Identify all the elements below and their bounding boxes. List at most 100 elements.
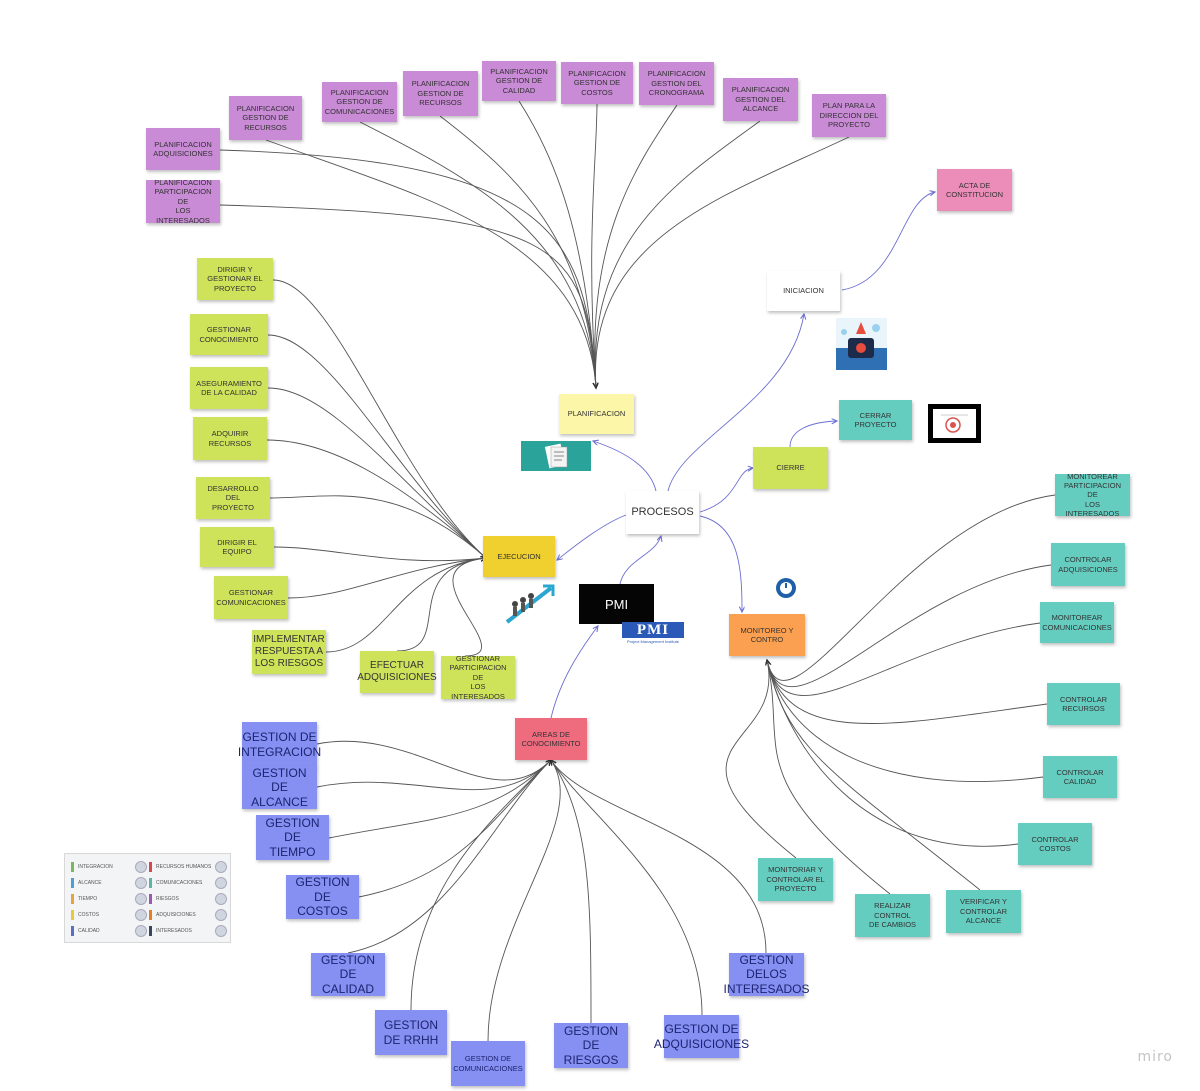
knowledge-area-8[interactable]: GESTION DE RIESGOS bbox=[554, 1023, 628, 1068]
legend-label: INTEGRACION bbox=[78, 864, 113, 870]
planning-item-9-label: PLANIFICACION GESTION DEL ALCANCE bbox=[731, 85, 790, 114]
execution-item-10[interactable]: GESTIONAR PARTICIPACION DE LOS INTERESAD… bbox=[441, 654, 515, 701]
monitoring-item-7[interactable]: VERIFICAR Y CONTROLAR ALCANCE bbox=[946, 890, 1021, 933]
cerrar-label: CERRAR PROYECTO bbox=[854, 410, 897, 429]
knowledge-connector-4 bbox=[358, 760, 551, 898]
ejecucion-note[interactable]: EJECUCION bbox=[483, 536, 555, 577]
knowledge-connector-6 bbox=[410, 760, 551, 1011]
knowledge-area-7[interactable]: GESTION DE COMUNICACIONES bbox=[451, 1041, 525, 1086]
monitoring-item-8[interactable]: REALIZAR CONTROL DE CAMBIOS bbox=[855, 894, 930, 937]
monitoring-item-5-label: CONTROLAR CALIDAD bbox=[1056, 767, 1104, 786]
legend-label: CALIDAD bbox=[78, 928, 100, 934]
execution-item-8-label: IMPLEMENTAR RESPUESTA A LOS RIESGOS bbox=[253, 634, 325, 669]
planning-item-3[interactable]: PLANIFICACION GESTION DE RECURSOS bbox=[229, 96, 302, 140]
legend-icon bbox=[215, 925, 227, 937]
legend-color-bar bbox=[149, 894, 152, 904]
execution-item-5-label: DESARROLLO DEL PROYECTO bbox=[207, 483, 259, 512]
monitoring-connector-6 bbox=[767, 660, 1019, 847]
legend-label: COSTOS bbox=[78, 912, 100, 918]
knowledge-area-6[interactable]: GESTION DE RRHH bbox=[375, 1010, 447, 1055]
monitoring-item-4[interactable]: CONTROLAR RECURSOS bbox=[1047, 683, 1120, 725]
knowledge-area-9-label: GESTION DE ADQUISICIONES bbox=[653, 1022, 750, 1051]
procesos-note[interactable]: PROCESOS bbox=[626, 491, 699, 534]
gauge-icon bbox=[776, 578, 796, 598]
execution-connector-5 bbox=[269, 495, 486, 558]
legend-row: TIEMPO bbox=[71, 892, 147, 906]
areas-conocimiento-note[interactable]: AREAS DE CONOCIMIENTO bbox=[515, 718, 587, 760]
planning-item-6[interactable]: PLANIFICACION GESTION DE CALIDAD bbox=[482, 61, 556, 101]
legend-icon bbox=[215, 861, 227, 873]
legend-row: RIESGOS bbox=[149, 892, 227, 906]
execution-item-8[interactable]: IMPLEMENTAR RESPUESTA A LOS RIESGOS bbox=[252, 630, 326, 674]
execution-item-6[interactable]: DIRIGIR EL EQUIPO bbox=[200, 527, 274, 567]
execution-item-10-label: GESTIONAR PARTICIPACION DE LOS INTERESAD… bbox=[449, 654, 507, 701]
execution-item-1[interactable]: DIRIGIR Y GESTIONAR EL PROYECTO bbox=[197, 258, 273, 300]
knowledge-area-5[interactable]: GESTION DE CALIDAD bbox=[311, 953, 385, 996]
monitoring-item-3[interactable]: MONITOREAR COMUNICACIONES bbox=[1040, 602, 1114, 643]
planning-item-3-label: PLANIFICACION GESTION DE RECURSOS bbox=[236, 103, 295, 132]
cerrar-proyecto-note[interactable]: CERRAR PROYECTO bbox=[839, 400, 912, 440]
knowledge-area-2[interactable]: GESTION DE ALCANCE bbox=[242, 766, 317, 809]
legend-row: ALCANCE bbox=[71, 876, 147, 890]
pmi-box[interactable]: PMI bbox=[579, 584, 654, 624]
planning-item-4[interactable]: PLANIFICACION GESTION DE COMUNICACIONES bbox=[322, 82, 397, 122]
planning-item-5[interactable]: PLANIFICACION GESTION DE RECURSOS bbox=[403, 71, 478, 116]
knowledge-area-9[interactable]: GESTION DE ADQUISICIONES bbox=[654, 1015, 749, 1058]
legend-label: RIESGOS bbox=[156, 896, 179, 902]
execution-connector-7 bbox=[287, 558, 486, 599]
planning-item-10[interactable]: PLAN PARA LA DIRECCION DEL PROYECTO bbox=[812, 94, 886, 137]
execution-connector-4 bbox=[266, 439, 486, 558]
monitoreo-note[interactable]: MONITOREO Y CONTRO bbox=[729, 614, 805, 656]
planning-item-2[interactable]: PLANIFICACION PARTICIPACION DE LOS INTER… bbox=[146, 178, 220, 225]
execution-item-2[interactable]: GESTIONAR CONOCIMIENTO bbox=[190, 314, 268, 355]
planning-item-1[interactable]: PLANIFICACION ADQUISICIONES bbox=[146, 128, 220, 170]
procesos-to-planificacion bbox=[593, 441, 657, 492]
monitoring-item-6[interactable]: CONTROLAR COSTOS bbox=[1018, 823, 1092, 865]
planificacion-note[interactable]: PLANIFICACION bbox=[559, 394, 634, 434]
monitoring-connector-7 bbox=[767, 660, 981, 891]
acta-label: ACTA DE CONSTITUCION bbox=[945, 180, 1004, 199]
planning-item-8[interactable]: PLANIFICACION GESTION DEL CRONOGRAMA bbox=[639, 62, 714, 105]
monitoring-illustration bbox=[774, 576, 798, 600]
monitoring-item-8-label: REALIZAR CONTROL DE CAMBIOS bbox=[868, 901, 917, 930]
knowledge-area-6-label: GESTION DE RRHH bbox=[383, 1018, 439, 1047]
monitoring-item-9[interactable]: MONITORIAR Y CONTROLAR EL PROYECTO bbox=[758, 858, 833, 901]
rocket-launch-icon bbox=[836, 322, 887, 370]
execution-connector-8 bbox=[325, 558, 486, 653]
planning-item-9[interactable]: PLANIFICACION GESTION DEL ALCANCE bbox=[723, 78, 798, 121]
knowledge-area-10[interactable]: GESTION DELOS INTERESADOS bbox=[724, 953, 810, 996]
execution-connector-9 bbox=[396, 558, 486, 652]
areas-to-pmi bbox=[550, 626, 598, 719]
execution-item-4[interactable]: ADQUIRIR RECURSOS bbox=[193, 417, 267, 460]
monitoring-item-2[interactable]: CONTROLAR ADQUISICIONES bbox=[1051, 543, 1125, 586]
cierre-to-cerrar bbox=[789, 421, 837, 448]
monitoring-item-1-label: MONITOREAR PARTICIPACION DE LOS INTERESA… bbox=[1063, 471, 1122, 519]
pmi-to-procesos bbox=[619, 536, 661, 585]
execution-item-7[interactable]: GESTIONAR COMUNICACIONES bbox=[214, 576, 288, 619]
execution-item-9[interactable]: EFECTUAR ADQUISICIONES bbox=[357, 651, 437, 693]
knowledge-area-4[interactable]: GESTION DE COSTOS bbox=[286, 875, 359, 919]
knowledge-area-2-label: GESTION DE ALCANCE bbox=[251, 765, 308, 809]
legend-icon bbox=[135, 909, 147, 921]
planning-item-7[interactable]: PLANIFICACION GESTION DE COSTOS bbox=[561, 62, 633, 104]
legend-color-bar bbox=[149, 878, 152, 888]
initiation-illustration bbox=[836, 318, 887, 370]
knowledge-connector-8 bbox=[551, 760, 592, 1024]
legend-row: INTERESADOS bbox=[149, 924, 227, 938]
monitoring-item-1[interactable]: MONITOREAR PARTICIPACION DE LOS INTERESA… bbox=[1055, 471, 1130, 519]
execution-item-3[interactable]: ASEGURAMIENTO DE LA CALIDAD bbox=[190, 367, 268, 409]
acta-constitucion-note[interactable]: ACTA DE CONSTITUCION bbox=[937, 169, 1012, 211]
legend-row: COMUNICACIONES bbox=[149, 876, 227, 890]
planning-item-10-label: PLAN PARA LA DIRECCION DEL PROYECTO bbox=[819, 101, 879, 130]
target-icon bbox=[941, 414, 968, 433]
execution-connector-1 bbox=[272, 279, 486, 558]
knowledge-area-1[interactable]: GESTION DE INTEGRACION bbox=[238, 722, 321, 767]
execution-item-5[interactable]: DESARROLLO DEL PROYECTO bbox=[196, 477, 270, 519]
legend-icon bbox=[215, 877, 227, 889]
legend-color-bar bbox=[149, 862, 152, 872]
monitoring-item-5[interactable]: CONTROLAR CALIDAD bbox=[1043, 756, 1117, 798]
cierre-note[interactable]: CIERRE bbox=[753, 447, 828, 489]
knowledge-area-3[interactable]: GESTION DE TIEMPO bbox=[256, 815, 329, 860]
iniciacion-note[interactable]: INICIACION bbox=[767, 271, 840, 311]
